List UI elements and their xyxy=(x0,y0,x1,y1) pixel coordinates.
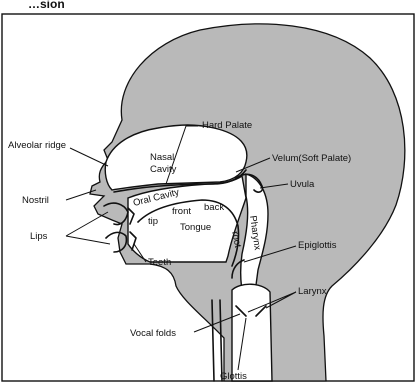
label-tip: tip xyxy=(148,216,158,227)
label-velum: Velum(Soft Palate) xyxy=(272,153,351,164)
label-epiglottis: Epiglottis xyxy=(298,240,337,251)
label-teeth: Teeth xyxy=(148,257,171,268)
trachea xyxy=(232,284,272,381)
label-larynx: Larynx xyxy=(298,286,327,297)
header-text: …sion xyxy=(28,0,65,11)
label-lips: Lips xyxy=(30,231,48,242)
label-glottis: Glottis xyxy=(220,371,247,382)
label-hard-palate: Hard Palate xyxy=(202,120,252,131)
label-tongue: Tongue xyxy=(180,222,211,233)
label-back: back xyxy=(204,202,224,213)
label-alveolar-ridge: Alveolar ridge xyxy=(8,140,66,151)
leader-nostril xyxy=(66,190,96,200)
label-nostril: Nostril xyxy=(22,195,49,206)
leader-alveolar-ridge xyxy=(70,148,108,166)
label-uvula: Uvula xyxy=(290,179,315,190)
label-front: front xyxy=(172,206,191,217)
label-cavity: Cavity xyxy=(150,164,177,175)
label-vocal-folds: Vocal folds xyxy=(130,328,176,339)
label-nasal: Nasal xyxy=(150,152,174,163)
